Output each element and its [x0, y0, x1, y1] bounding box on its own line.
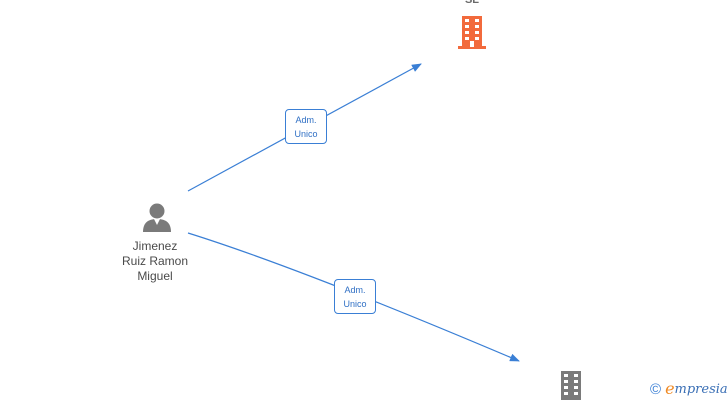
- person-name: Jimenez Ruiz Ramon Miguel: [110, 239, 200, 284]
- copyright-symbol: ©: [650, 380, 662, 398]
- edge-label-top[interactable]: Adm. Unico: [285, 109, 327, 144]
- building-icon: [458, 16, 486, 49]
- edge-label-line: Adm.: [344, 285, 366, 295]
- brand-watermark: © e mpresia: [650, 379, 728, 399]
- edge-label-line: Adm.: [295, 115, 317, 125]
- edge-label-line: Unico: [343, 299, 367, 309]
- edge-person-to-company-bottom: [187, 232, 520, 362]
- company-top-label: SL: [464, 0, 480, 6]
- person-icon: [143, 203, 171, 232]
- company-bottom-node[interactable]: [555, 370, 587, 400]
- person-name-line: Jimenez: [132, 239, 178, 253]
- edge-label-line: Unico: [294, 129, 318, 139]
- brand-logo-text: mpresia: [674, 381, 728, 397]
- person-name-line: Miguel: [137, 269, 173, 283]
- company-top-node[interactable]: [456, 15, 488, 54]
- edge-label-bottom[interactable]: Adm. Unico: [334, 279, 376, 314]
- person-name-line: Ruiz Ramon: [121, 254, 189, 268]
- brand-logo-initial: e: [665, 379, 675, 398]
- building-icon: [561, 371, 581, 400]
- person-node[interactable]: [141, 202, 173, 237]
